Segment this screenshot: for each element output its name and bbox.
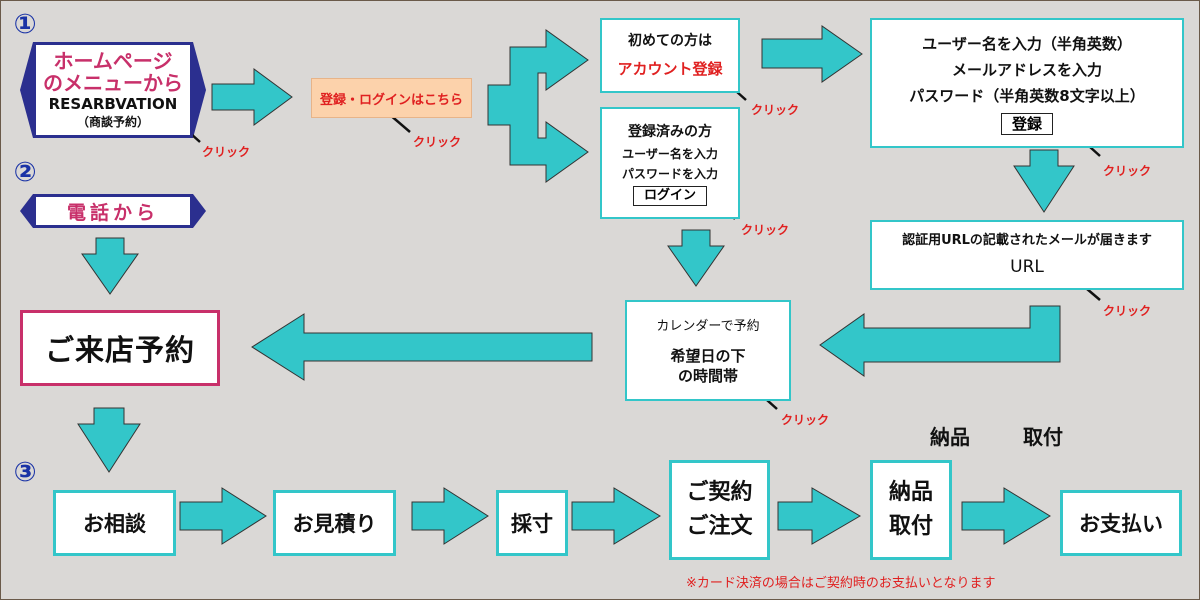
registered-title: 登録済みの方 bbox=[628, 124, 712, 140]
calendar-date-line[interactable]: 希望日の下 bbox=[670, 346, 746, 365]
arrow-down-signup bbox=[1013, 149, 1075, 213]
first-time-box: 初めての方は アカウント登録 bbox=[600, 18, 740, 93]
signup-email-line: メールアドレスを入力 bbox=[951, 61, 1102, 79]
registered-user-box: 登録済みの方 ユーザー名を入力 パスワードを入力 ログイン bbox=[600, 107, 740, 219]
phone-label: 電話から bbox=[66, 201, 159, 224]
click-label-signup: クリック bbox=[1103, 164, 1152, 178]
login-link-label[interactable]: 登録・ログインはこちら bbox=[319, 92, 463, 108]
click-label-account: クリック bbox=[751, 103, 800, 117]
arrow-flow-5 bbox=[961, 487, 1051, 545]
step-consultation: お相談 bbox=[53, 490, 176, 556]
contract-line1: ご契約 bbox=[686, 480, 753, 505]
click-label-calendar: クリック bbox=[781, 413, 830, 427]
step-delivery: 納品 取付 bbox=[870, 460, 952, 560]
delivery-heading-part1: 納品 bbox=[930, 425, 970, 449]
consultation-label: お相談 bbox=[83, 512, 146, 536]
step-estimate: お見積り bbox=[273, 490, 396, 556]
estimate-label: お見積り bbox=[292, 512, 377, 536]
arrow-right-1 bbox=[211, 68, 293, 126]
phone-tab-left bbox=[20, 194, 33, 228]
register-button[interactable]: 登録 bbox=[1000, 113, 1053, 135]
signup-username-line: ユーザー名を入力（半角英数） bbox=[922, 35, 1132, 53]
calendar-title: カレンダーで予約 bbox=[656, 318, 760, 334]
calendar-box: カレンダーで予約 希望日の下 の時間帯 bbox=[625, 300, 791, 401]
homepage-tab-right bbox=[193, 42, 206, 138]
payment-label: お支払い bbox=[1079, 512, 1163, 536]
delivery-heading-part2: 取付 bbox=[1023, 425, 1063, 449]
step-number-1: ① bbox=[13, 9, 37, 40]
homepage-tab-left bbox=[20, 42, 33, 138]
step-number-3: ③ bbox=[13, 457, 37, 488]
step-payment: お支払い bbox=[1060, 490, 1182, 556]
phone-tab-right bbox=[193, 194, 206, 228]
signup-password-line: パスワード（半角英数8文字以上） bbox=[909, 87, 1145, 105]
arrow-flow-3 bbox=[571, 487, 661, 545]
arrow-flow-2 bbox=[411, 487, 489, 545]
arrow-down-login bbox=[667, 229, 725, 287]
verification-url-link[interactable]: URL bbox=[1010, 257, 1044, 277]
homepage-menu-box: ホームページ のメニューから RESARBVATION （商談予約） bbox=[33, 42, 193, 138]
registered-username-line: ユーザー名を入力 bbox=[622, 147, 718, 161]
email-box: 認証用URLの記載されたメールが届きます URL bbox=[870, 220, 1184, 290]
contract-line2: ご注文 bbox=[686, 514, 753, 539]
email-notice: 認証用URLの記載されたメールが届きます bbox=[902, 233, 1152, 248]
first-time-title: 初めての方は bbox=[628, 32, 712, 49]
step-number-2: ② bbox=[13, 157, 37, 188]
store-reservation-label: ご来店予約 bbox=[44, 333, 195, 367]
store-reservation-box: ご来店予約 bbox=[20, 310, 220, 386]
arrow-down-store bbox=[77, 407, 141, 473]
click-label-login-button: クリック bbox=[741, 223, 790, 237]
login-link-box[interactable]: 登録・ログインはこちら bbox=[311, 78, 472, 118]
arrow-url-to-calendar bbox=[819, 305, 1061, 377]
registered-password-line: パスワードを入力 bbox=[621, 167, 718, 181]
arrow-flow-1 bbox=[179, 487, 267, 545]
account-register-link[interactable]: アカウント登録 bbox=[617, 59, 723, 78]
click-label-login-link: クリック bbox=[413, 135, 462, 149]
calendar-time-line[interactable]: の時間帯 bbox=[677, 366, 738, 385]
delivery-line1: 納品 bbox=[888, 480, 933, 505]
arrow-calendar-to-store bbox=[251, 313, 593, 381]
phone-box: 電話から bbox=[33, 194, 193, 228]
card-payment-footnote: ※カード決済の場合はご契約時のお支払いとなります bbox=[686, 576, 996, 591]
click-label-url: クリック bbox=[1103, 304, 1152, 318]
arrow-flow-4 bbox=[777, 487, 861, 545]
step-contract: ご契約 ご注文 bbox=[669, 460, 770, 560]
login-button[interactable]: ログイン bbox=[632, 186, 707, 206]
measurement-label: 採寸 bbox=[511, 512, 553, 536]
homepage-line1: ホームページ bbox=[53, 49, 173, 73]
signup-box: ユーザー名を入力（半角英数） メールアドレスを入力 パスワード（半角英数8文字以… bbox=[870, 18, 1184, 148]
homepage-line4: （商談予約） bbox=[76, 115, 149, 129]
fork-arrow bbox=[487, 29, 589, 183]
step-measurement: 採寸 bbox=[496, 490, 568, 556]
click-label-homepage: クリック bbox=[202, 145, 251, 159]
delivery-line2: 取付 bbox=[888, 514, 933, 539]
homepage-line2: のメニューから bbox=[43, 71, 183, 95]
arrow-down-phone bbox=[81, 237, 139, 295]
reservation-menu-link[interactable]: RESARBVATION bbox=[48, 95, 178, 113]
arrow-right-signup bbox=[761, 25, 863, 83]
